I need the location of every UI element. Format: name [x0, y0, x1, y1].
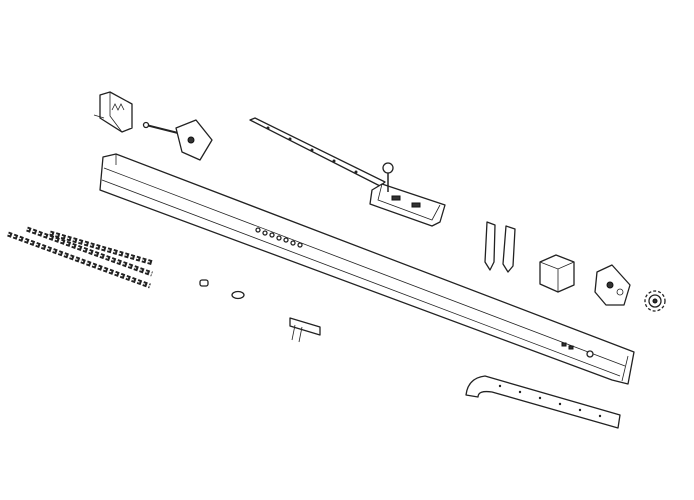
door-arm: [465, 375, 621, 429]
bolt: [142, 121, 179, 134]
master-link: [231, 290, 245, 300]
rail-slot: [561, 342, 594, 358]
trolley-arm: [249, 117, 386, 187]
chain-3: [49, 230, 154, 266]
chain-1: [7, 231, 151, 289]
header-bracket: [93, 91, 133, 133]
rail-holes: [255, 227, 303, 248]
release-knob: [382, 162, 394, 174]
block: [539, 254, 575, 293]
link-pin: [199, 279, 209, 287]
sprocket-housing: [594, 264, 631, 306]
clip-pair: [484, 221, 516, 273]
small-bracket: [289, 317, 321, 343]
mounting-plate: [175, 119, 213, 161]
sprocket-gear: [644, 290, 666, 312]
chain-2: [26, 226, 153, 277]
rail: [99, 153, 635, 385]
trolley: [369, 162, 446, 227]
